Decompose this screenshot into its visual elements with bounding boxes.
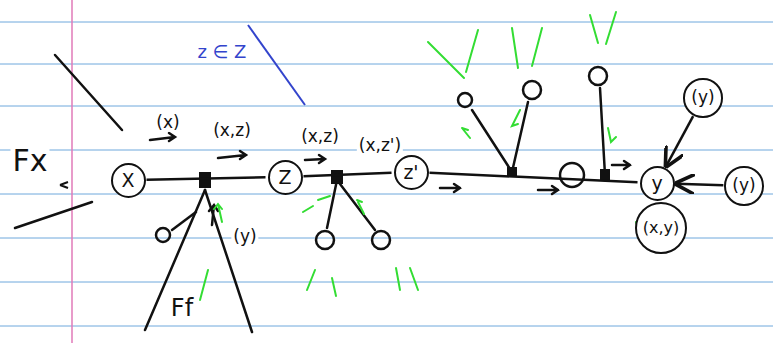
message-label: (x,z') — [357, 136, 403, 155]
variable-circle: X — [111, 163, 146, 198]
margin-line — [71, 0, 73, 343]
ink-lines — [15, 55, 630, 332]
node-text: X — [121, 171, 134, 190]
graph-edge — [666, 116, 693, 166]
node-text: (y) — [732, 177, 755, 194]
domain-stroke — [248, 25, 305, 105]
message-label: z ∈ Z — [196, 42, 249, 62]
graph-edge — [676, 184, 723, 186]
message-label: (y) — [231, 227, 258, 246]
message-label: (x,z) — [299, 127, 341, 146]
graph-edge — [429, 173, 637, 182]
variable-circle: (y) — [724, 166, 763, 205]
node-text: z' — [403, 163, 418, 182]
variable-circle: Z — [268, 160, 303, 195]
node-text: (y) — [691, 89, 714, 106]
graph-edge — [303, 173, 391, 176]
ruled-lines — [0, 22, 773, 326]
message-label: Fx — [10, 144, 49, 177]
label-rings — [60, 182, 68, 188]
variable-circle: z' — [394, 155, 429, 190]
node-text: y — [651, 174, 662, 193]
message-label: (x) — [154, 113, 181, 132]
message-label: Ff — [169, 295, 195, 321]
green-messages — [200, 12, 642, 300]
graph-edge — [146, 177, 265, 179]
variable-circle: y — [640, 166, 675, 201]
node-text: (x,y) — [643, 220, 680, 236]
node-text: Z — [278, 168, 291, 187]
variable-circle: (x,y) — [635, 202, 688, 255]
message-label: (x,z) — [211, 121, 253, 140]
variable-circle: (y) — [683, 78, 722, 117]
